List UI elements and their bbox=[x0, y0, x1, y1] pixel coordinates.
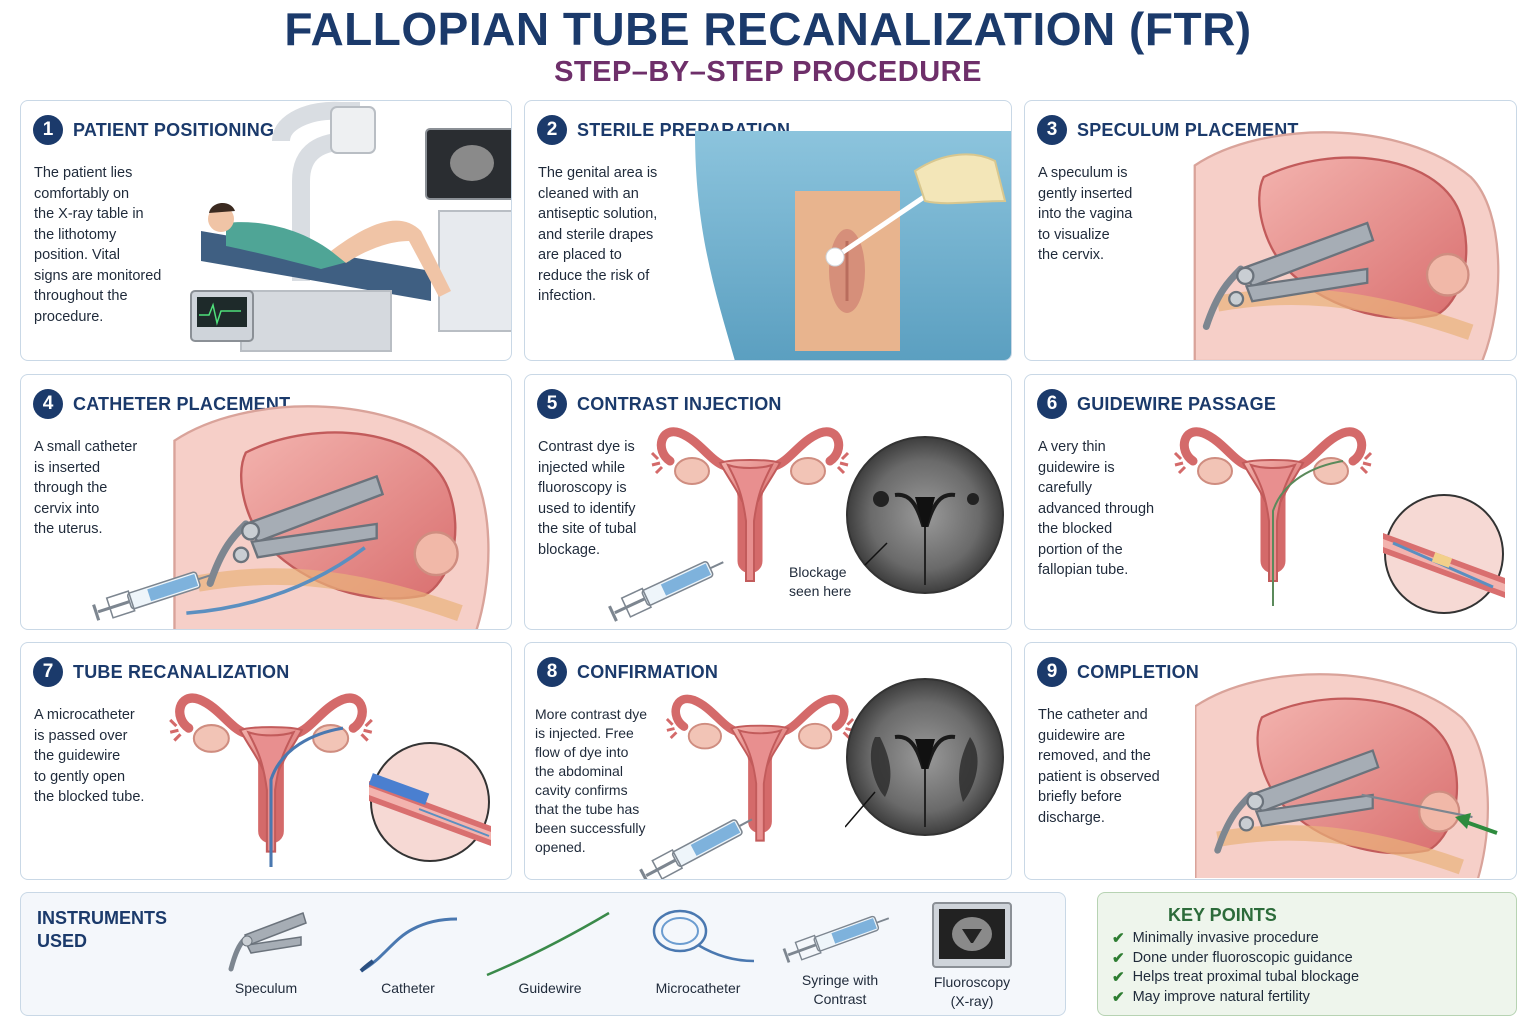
step-header: 4 CATHETER PLACEMENT bbox=[33, 389, 290, 419]
step-header: 2 STERILE PREPARATION bbox=[537, 115, 790, 145]
step-card-5: 5 CONTRAST INJECTION Contrast dye is inj… bbox=[524, 374, 1012, 630]
step-number-badge: 1 bbox=[33, 115, 63, 145]
step-card-2: 2 STERILE PREPARATION The genital area i… bbox=[524, 100, 1012, 361]
step-number-badge: 2 bbox=[537, 115, 567, 145]
step-card-8: 8 CONFIRMATION More contrast dye is inje… bbox=[524, 642, 1012, 880]
speculum-icon bbox=[228, 912, 307, 972]
instrument-microcatheter: Microcatheter bbox=[633, 899, 763, 998]
instrument-catheter: Catheter bbox=[343, 899, 473, 998]
step-card-7: 7 TUBE RECANALIZATION A microcatheter is… bbox=[20, 642, 512, 880]
key-point-text: Done under fluoroscopic guidance bbox=[1132, 949, 1353, 966]
key-point-text: May improve natural fertility bbox=[1132, 988, 1310, 1005]
catheter-icon bbox=[359, 917, 458, 973]
step-title: SPECULUM PLACEMENT bbox=[1077, 119, 1299, 140]
step-number-badge: 4 bbox=[33, 389, 63, 419]
step-description: More contrast dye is injected. Free flow… bbox=[535, 706, 648, 855]
checkmark-icon: ✔ bbox=[1112, 930, 1125, 947]
step-description: Contrast dye is injected while fluorosco… bbox=[538, 439, 637, 558]
step-number-badge: 8 bbox=[537, 657, 567, 687]
instruments-title: INSTRUMENTS USED bbox=[37, 908, 167, 951]
fluoroscopy-xray-view bbox=[846, 436, 1004, 594]
step-title: CATHETER PLACEMENT bbox=[73, 393, 291, 414]
step-description: The patient lies comfortably on the X-ra… bbox=[34, 165, 162, 325]
page-title: FALLOPIAN TUBE RECANALIZATION (FTR) bbox=[284, 3, 1252, 55]
step-header: 5 CONTRAST INJECTION bbox=[537, 389, 782, 419]
sterile-drape-illustration bbox=[695, 131, 1011, 360]
step-description: The catheter and guidewire are removed, … bbox=[1038, 707, 1160, 826]
step-header: 8 CONFIRMATION bbox=[537, 657, 718, 687]
instrument-label: Speculum bbox=[234, 980, 298, 996]
key-point-item: ✔ Done under fluoroscopic guidance bbox=[1112, 949, 1359, 969]
microcatheter-uterus-illustration bbox=[166, 687, 376, 867]
guidewire-uterus-illustration bbox=[1173, 421, 1373, 606]
key-point-item: ✔ May improve natural fertility bbox=[1112, 988, 1359, 1008]
arrow-icon bbox=[1455, 813, 1498, 835]
page-subtitle: STEP–BY–STEP PROCEDURE bbox=[554, 56, 982, 88]
guidewire-icon bbox=[486, 911, 610, 977]
key-points-list: ✔ Minimally invasive procedure ✔ Done un… bbox=[1112, 929, 1359, 1007]
checkmark-icon: ✔ bbox=[1112, 988, 1125, 1006]
catheter-anatomy-illustration bbox=[171, 405, 511, 630]
step-header: 1 PATIENT POSITIONING bbox=[33, 115, 274, 145]
step-description: A small catheter is inserted through the… bbox=[34, 439, 138, 537]
step-description: A speculum is gently inserted into the v… bbox=[1038, 165, 1133, 263]
step-number-badge: 6 bbox=[1037, 389, 1067, 419]
instrument-fluoroscopy: Fluoroscopy (X-ray) bbox=[907, 899, 1037, 1011]
step-card-6: 6 GUIDEWIRE PASSAGE A very thin guidewir… bbox=[1024, 374, 1517, 630]
step-card-1: 1 PATIENT POSITIONING The patient lies c… bbox=[20, 100, 512, 361]
checkmark-icon: ✔ bbox=[1112, 949, 1125, 967]
fluoroscopy-xray-view bbox=[845, 678, 1004, 836]
step-title: COMPLETION bbox=[1077, 661, 1199, 682]
instrument-syringe: Syringe with Contrast bbox=[775, 899, 905, 1009]
step-header: 7 TUBE RECANALIZATION bbox=[33, 657, 289, 687]
instrument-guidewire: Guidewire bbox=[485, 899, 615, 998]
key-points-panel: KEY POINTS ✔ Minimally invasive procedur… bbox=[1097, 892, 1517, 1016]
step-number-badge: 3 bbox=[1037, 115, 1067, 145]
step-title: TUBE RECANALIZATION bbox=[73, 661, 290, 682]
step-number-badge: 9 bbox=[1037, 657, 1067, 687]
step-number-badge: 5 bbox=[537, 389, 567, 419]
patient-on-xray-table-illustration bbox=[190, 101, 511, 352]
instrument-label: Guidewire bbox=[518, 980, 582, 996]
key-point-item: ✔ Helps treat proximal tubal blockage bbox=[1112, 968, 1359, 988]
completion-anatomy-illustration bbox=[1195, 673, 1495, 878]
instrument-label: Catheter bbox=[381, 980, 435, 996]
key-point-item: ✔ Minimally invasive procedure bbox=[1112, 929, 1359, 949]
step-card-3: 3 SPECULUM PLACEMENT A speculum is gentl… bbox=[1024, 100, 1517, 361]
instrument-speculum: Speculum bbox=[201, 899, 331, 998]
instrument-label: Syringe with Contrast bbox=[801, 972, 879, 1007]
magnified-tube-view bbox=[1383, 494, 1505, 614]
fluoroscopy-monitor-icon bbox=[932, 902, 1012, 968]
instrument-label: Fluoroscopy (X-ray) bbox=[933, 974, 1011, 1009]
key-points-title: KEY POINTS bbox=[1168, 905, 1277, 925]
microcatheter-icon bbox=[652, 909, 755, 963]
checkmark-icon: ✔ bbox=[1112, 969, 1125, 986]
instruments-panel: INSTRUMENTS USED Speculum Catheter Guide… bbox=[20, 892, 1066, 1016]
step-card-4: 4 CATHETER PLACEMENT A small catheter is… bbox=[20, 374, 512, 630]
key-point-text: Minimally invasive procedure bbox=[1132, 930, 1319, 946]
step-header: 6 GUIDEWIRE PASSAGE bbox=[1037, 389, 1276, 419]
step-header: 9 COMPLETION bbox=[1037, 657, 1199, 687]
magnified-tube-view bbox=[369, 742, 491, 862]
speculum-anatomy-illustration bbox=[1185, 131, 1515, 361]
step-description: A very thin guidewire is carefully advan… bbox=[1038, 439, 1155, 578]
blockage-callout: Blockage seen here bbox=[789, 564, 852, 599]
step-description: A microcatheter is passed over the guide… bbox=[34, 707, 145, 805]
step-title: CONFIRMATION bbox=[577, 661, 719, 682]
key-point-text: Helps treat proximal tubal blockage bbox=[1132, 969, 1360, 985]
step-card-9: 9 COMPLETION The catheter and guidewire … bbox=[1024, 642, 1517, 880]
step-number-badge: 7 bbox=[33, 657, 63, 687]
step-title: CONTRAST INJECTION bbox=[577, 393, 782, 414]
instrument-label: Microcatheter bbox=[655, 980, 741, 996]
step-header: 3 SPECULUM PLACEMENT bbox=[1037, 115, 1299, 145]
step-title: PATIENT POSITIONING bbox=[73, 119, 275, 140]
step-description: The genital area is cleaned with an anti… bbox=[538, 165, 658, 304]
step-title: GUIDEWIRE PASSAGE bbox=[1077, 393, 1277, 414]
